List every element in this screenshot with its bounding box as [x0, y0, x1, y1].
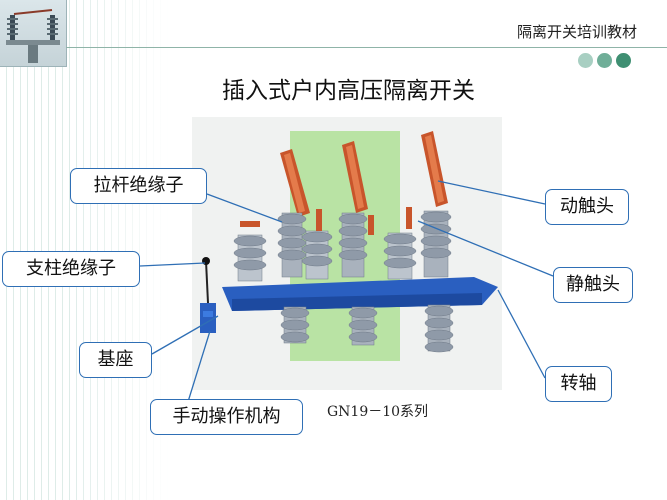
label-moving-contact: 动触头 — [545, 189, 629, 225]
moving-contact-blades — [280, 131, 448, 217]
header-divider — [66, 47, 667, 48]
thumbnail-switch-drawing — [6, 9, 60, 63]
model-caption: GN19－10系列 — [327, 404, 429, 420]
isolating-switch-illustration — [200, 131, 498, 361]
switch-thumbnail-image — [0, 0, 67, 67]
upper-insulators — [233, 210, 452, 282]
base-frame — [222, 277, 498, 311]
slide-title: 插入式户内高压隔离开关 — [222, 78, 475, 104]
decor-dot-dark — [616, 53, 631, 68]
switch-photo — [192, 117, 502, 390]
lower-insulators — [280, 304, 454, 353]
label-manual-mechanism: 手动操作机构 — [150, 399, 303, 435]
label-pull-rod-insulator: 拉杆绝缘子 — [70, 168, 207, 204]
label-static-contact: 静触头 — [553, 267, 633, 303]
background-stripes — [0, 0, 170, 500]
decor-dot-medium — [597, 53, 612, 68]
label-post-insulator: 支柱绝缘子 — [2, 251, 140, 287]
label-base: 基座 — [79, 342, 152, 378]
label-shaft: 转轴 — [545, 366, 612, 402]
decor-dot-light — [578, 53, 593, 68]
static-contacts — [240, 207, 412, 235]
header-title: 隔离开关培训教材 — [516, 23, 637, 41]
